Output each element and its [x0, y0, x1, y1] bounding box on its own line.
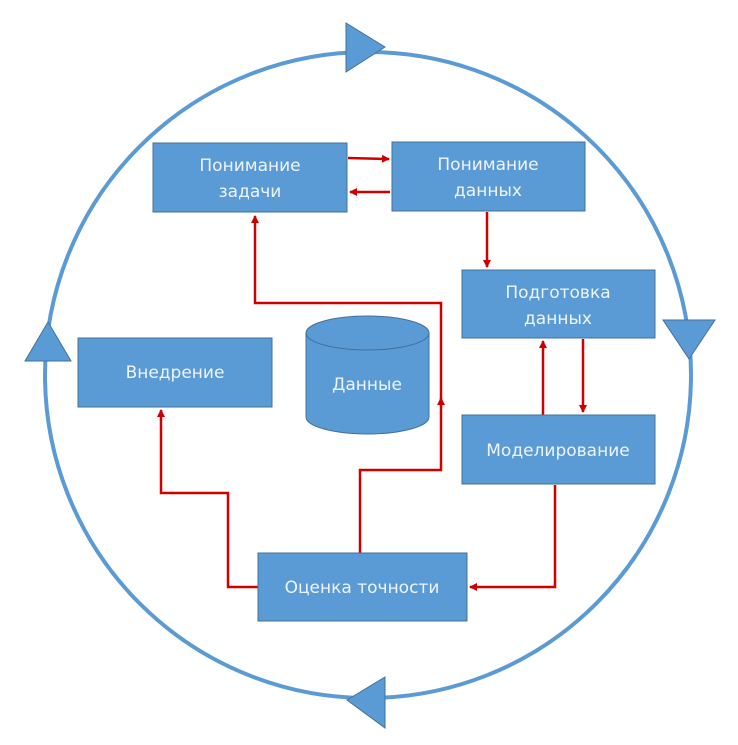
node-business-understanding: Понимание задачи — [152, 142, 348, 213]
node-box — [461, 414, 656, 485]
cycle-arrow-bottom-icon — [346, 676, 386, 729]
arrow-evaluation-to-data-loop — [358, 397, 445, 553]
node-data-understanding: Понимание данных — [391, 141, 586, 212]
node-box — [257, 552, 468, 622]
cylinder-body-icon — [305, 333, 430, 435]
arrow-modeling-to-evaluation — [469, 485, 557, 591]
node-label-line-2: задачи — [219, 182, 282, 202]
outer-cycle — [24, 22, 716, 729]
node-label: Моделирование — [486, 441, 629, 461]
node-label: Данные — [332, 375, 402, 395]
node-box — [152, 142, 348, 213]
cycle-arrow-right-icon — [662, 319, 716, 360]
node-label-line-1: Понимание — [199, 156, 300, 176]
node-deployment: Внедрение — [77, 337, 273, 408]
node-label-line-1: Понимание — [437, 155, 538, 175]
node-label: Внедрение — [126, 363, 225, 383]
node-label-line-1: Подготовка — [505, 283, 610, 303]
node-data-store: Данные — [305, 315, 430, 435]
cycle-arrow-left-icon — [24, 321, 72, 362]
arrow-evaluation-to-deployment — [157, 409, 258, 589]
flow-arrows — [157, 154, 587, 591]
cylinder-top-icon — [305, 315, 430, 351]
node-label-line-2: данных — [454, 181, 522, 201]
node-modeling: Моделирование — [461, 414, 656, 485]
node-box — [391, 141, 586, 212]
node-evaluation: Оценка точности — [257, 552, 468, 622]
node-data-preparation: Подготовка данных — [461, 269, 656, 339]
arrow-task-to-data-understanding — [347, 154, 390, 163]
node-box — [461, 269, 656, 339]
node-label-line-2: данных — [524, 309, 592, 329]
cycle-arrow-top-icon — [345, 22, 386, 73]
arrow-loop-to-task — [251, 215, 443, 400]
node-box — [77, 337, 273, 408]
node-label: Оценка точности — [285, 578, 440, 598]
